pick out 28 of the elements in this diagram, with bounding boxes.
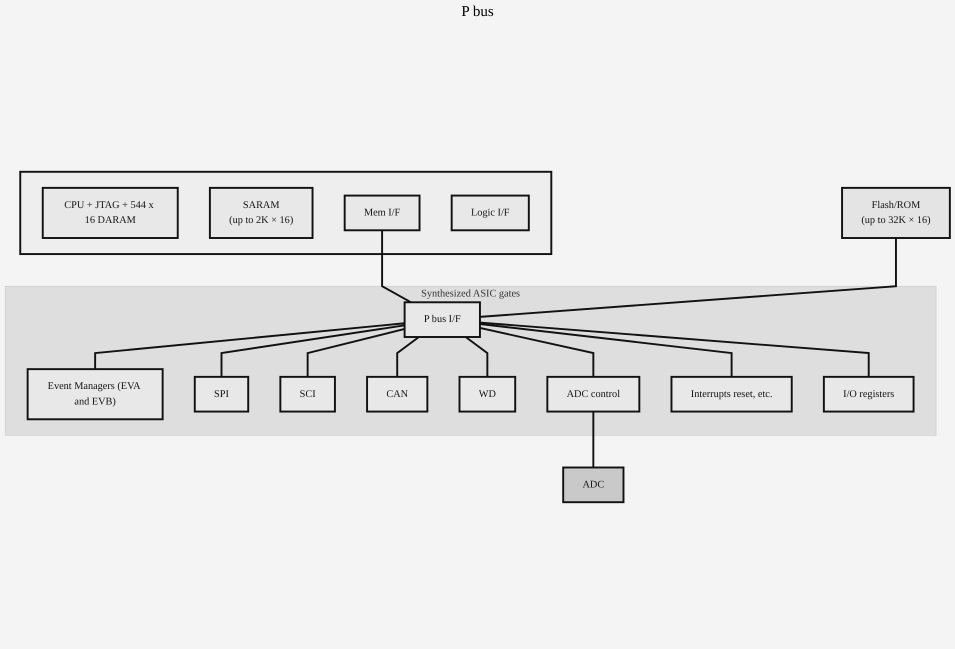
node-box: P bus I/F: [404, 301, 481, 338]
node-box: SCI: [279, 376, 336, 413]
node-box: Interrupts reset, etc.: [670, 376, 793, 413]
connector: [306, 328, 405, 377]
node-box: I/O registers: [822, 376, 915, 413]
node-box: CPU + JTAG + 544 x 16 DARAM: [42, 186, 179, 239]
connector: [94, 322, 405, 370]
node-box: ADC control: [546, 376, 640, 413]
node-box: Flash/ROM (up to 32K × 16): [841, 186, 951, 239]
node-box: SPI: [194, 376, 250, 413]
node-box: ADC: [562, 466, 624, 504]
connector: [396, 336, 420, 377]
connector: [465, 336, 488, 377]
node-box: Logic I/F: [450, 194, 530, 232]
node-box: SARAM (up to 2K × 16): [208, 186, 314, 239]
connector: [480, 238, 897, 318]
node-box: Mem I/F: [344, 194, 420, 232]
connector: [592, 412, 594, 468]
node-box: WD: [458, 376, 516, 413]
bus-label: P bus: [461, 4, 494, 20]
connector: [480, 322, 870, 377]
connector: [220, 324, 405, 377]
connector: [480, 323, 733, 377]
cluster: [19, 170, 552, 256]
node-box: Event Managers (EVA and EVB): [26, 368, 164, 420]
connector: [381, 230, 412, 304]
connector: [480, 327, 594, 377]
node-box: CAN: [366, 376, 428, 413]
